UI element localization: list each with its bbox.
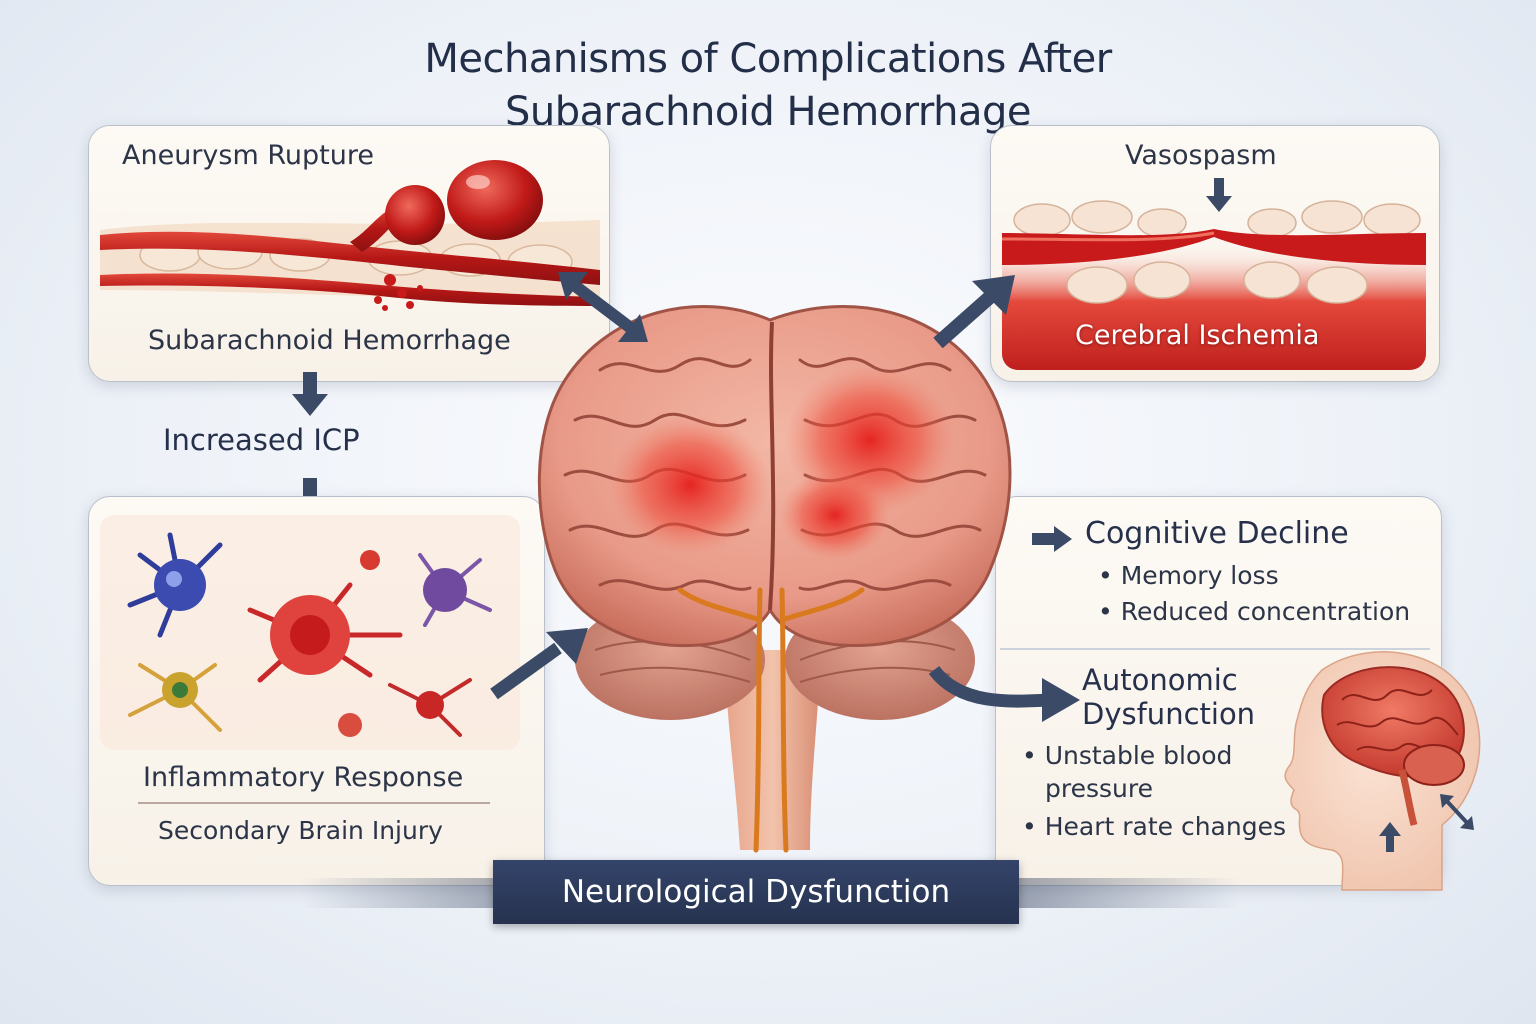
arrow-up-icon [1379,822,1401,852]
brain-illustration [537,305,1012,853]
head-profile-illustration [1284,651,1481,891]
secondary-brain-injury-label: Secondary Brain Injury [158,816,443,845]
panel-divider [1000,648,1430,650]
autonomic-heading-line-2: Dysfunction [1082,697,1256,731]
neurological-dysfunction-label: Neurological Dysfunction [561,874,951,910]
curved-arrow-icon [928,665,1080,722]
arrow-down-icon [292,372,328,416]
double-arrow-icon [558,272,648,342]
increased-icp-label: Increased ICP [163,423,360,457]
neurological-dysfunction-banner: Neurological Dysfunction [493,860,1019,924]
unstable-bp-bullet-line-1: • Unstable blood [1022,741,1233,770]
arrow-up-right-icon [933,275,1015,349]
inflammatory-response-label: Inflammatory Response [143,762,464,793]
reduced-concentration-bullet: • Reduced concentration [1098,597,1411,626]
unstable-bp-bullet-line-2: pressure [1045,774,1153,803]
title-line-1: Mechanisms of Complications After [424,36,1112,82]
aneurysm-rupture-heading: Aneurysm Rupture [122,140,374,171]
aneurysm-illustration [100,160,600,311]
autonomic-heading-line-1: Autonomic [1082,663,1238,697]
double-arrow-icon [1440,794,1474,830]
arrow-down-icon [1206,178,1232,212]
vasospasm-illustration [1001,200,1426,370]
vasospasm-heading: Vasospasm [1125,140,1277,171]
cognitive-decline-heading: Cognitive Decline [1085,516,1349,551]
subarachnoid-hemorrhage-label: Subarachnoid Hemorrhage [148,325,511,356]
arrow-up-right-icon [490,628,588,700]
cerebral-ischemia-label: Cerebral Ischemia [1075,320,1320,351]
memory-loss-bullet: • Memory loss [1098,561,1279,590]
heart-rate-bullet: • Heart rate changes [1022,812,1286,841]
inflammatory-cells-illustration [100,515,520,750]
arrow-right-icon [1032,526,1072,552]
divider [138,802,490,804]
